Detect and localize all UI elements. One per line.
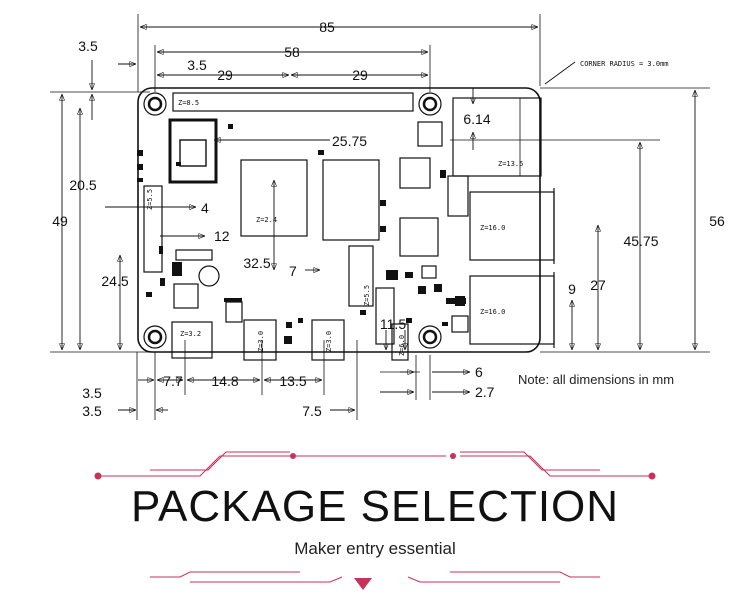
pcb-board (137, 87, 555, 361)
small-components (137, 124, 466, 344)
svg-text:Z=2.4: Z=2.4 (256, 216, 277, 224)
svg-text:32.5: 32.5 (243, 255, 270, 271)
svg-text:58: 58 (284, 44, 300, 60)
gpio-header (172, 92, 414, 112)
banner-ornament-top (98, 451, 652, 477)
banner-title: PACKAGE SELECTION (130, 482, 620, 531)
csi-connector (311, 319, 345, 361)
svg-text:7: 7 (289, 263, 297, 279)
svg-text:56: 56 (709, 213, 725, 229)
banner-dots (94, 453, 656, 480)
svg-text:14.8: 14.8 (211, 373, 238, 389)
svg-text:11.5: 11.5 (380, 316, 406, 332)
svg-text:Z=5.5: Z=5.5 (146, 189, 154, 210)
svg-text:20.5: 20.5 (69, 177, 96, 193)
svg-text:29: 29 (352, 67, 368, 83)
micro-usb-port (171, 321, 213, 359)
audio-jack (375, 287, 395, 345)
svg-text:Z=5.5: Z=5.5 (363, 285, 371, 306)
svg-text:Z=3.0: Z=3.0 (325, 331, 333, 352)
svg-text:13.5: 13.5 (279, 373, 306, 389)
svg-text:7.5: 7.5 (302, 403, 322, 419)
svg-text:Z=6.0: Z=6.0 (398, 335, 406, 356)
dimension-values: 85 58 3.5 3.5 29 29 25.75 20.5 49 24.5 4… (52, 19, 725, 419)
svg-text:12: 12 (214, 228, 230, 244)
ram-chip (322, 159, 380, 241)
svg-text:29: 29 (217, 67, 233, 83)
component-labels: Z=8.5 Z=13.5 Z=16.0 Z=16.0 Z=2.4 Z=3.2 Z… (146, 60, 674, 387)
svg-text:Z=16.0: Z=16.0 (480, 308, 505, 316)
svg-text:4: 4 (201, 200, 209, 216)
svg-text:3.5: 3.5 (82, 403, 102, 419)
svg-text:3.5: 3.5 (82, 385, 102, 401)
svg-text:7.7: 7.7 (163, 373, 183, 389)
svg-text:45.75: 45.75 (623, 233, 658, 249)
svg-text:Note: all dimensions in mm: Note: all dimensions in mm (518, 372, 674, 387)
svg-text:Z=16.0: Z=16.0 (480, 224, 505, 232)
svg-text:Z=3.0: Z=3.0 (257, 331, 265, 352)
down-triangle-icon (354, 578, 372, 590)
dimension-lines (62, 27, 695, 410)
svg-text:6: 6 (475, 364, 483, 380)
svg-text:6.14: 6.14 (463, 111, 490, 127)
banner-ornament-bottom (150, 571, 600, 583)
svg-text:2.7: 2.7 (475, 384, 495, 400)
svg-text:3.5: 3.5 (78, 38, 98, 54)
hdmi-port (243, 319, 277, 361)
svg-text:24.5: 24.5 (101, 273, 128, 289)
svg-text:Z=3.2: Z=3.2 (180, 330, 201, 338)
svg-text:Z=13.5: Z=13.5 (498, 160, 523, 168)
av-connector (391, 323, 409, 361)
soc-chip (240, 159, 308, 237)
svg-text:85: 85 (319, 19, 335, 35)
svg-text:CORNER RADIUS = 3.0mm: CORNER RADIUS = 3.0mm (580, 60, 669, 68)
svg-text:49: 49 (52, 213, 68, 229)
svg-text:Z=8.5: Z=8.5 (178, 99, 199, 107)
svg-text:25.75: 25.75 (332, 133, 367, 149)
svg-text:9: 9 (568, 281, 576, 297)
sd-slot (143, 185, 163, 273)
svg-text:27: 27 (590, 277, 606, 293)
banner-subtitle: Maker entry essential (294, 539, 456, 558)
svg-text:3.5: 3.5 (187, 57, 207, 73)
ethernet-jack (452, 97, 542, 177)
mounting-holes (143, 92, 442, 349)
